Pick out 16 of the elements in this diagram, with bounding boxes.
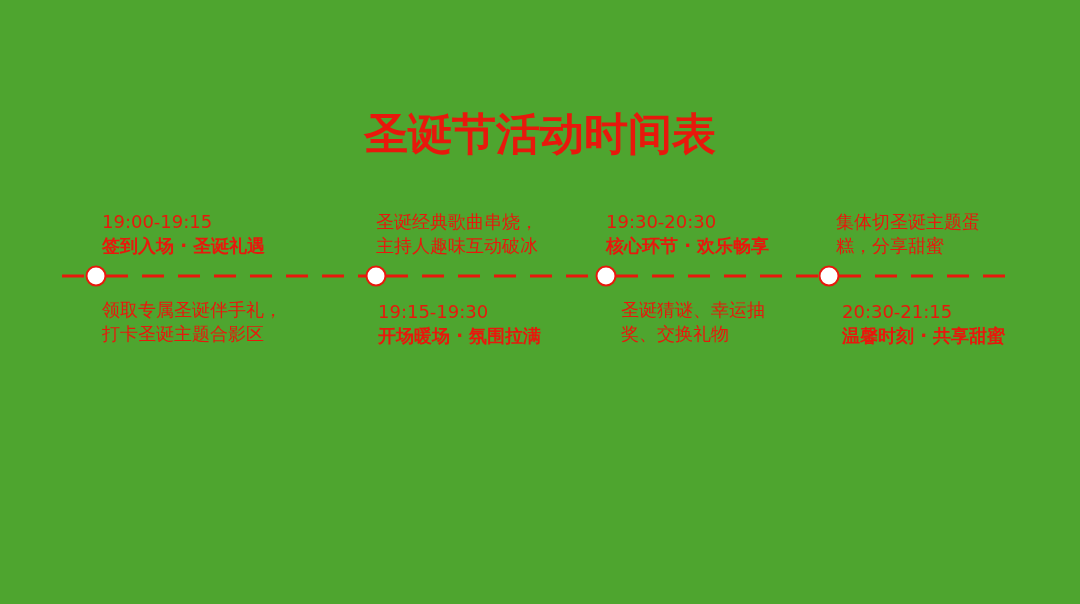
activity-heading: 开场暖场 · 氛围拉满 bbox=[378, 324, 542, 348]
time-range: 20:30-21:15 bbox=[842, 300, 953, 324]
dashed-line bbox=[616, 274, 819, 278]
title: 圣诞节活动时间表 bbox=[364, 107, 716, 161]
time-range: 19:00-19:15 bbox=[102, 210, 213, 234]
activity-description: 领取专属圣诞伴手礼，打卡圣诞主题合影区 bbox=[102, 298, 283, 346]
activity-description: 集体切圣诞主题蛋糕，分享甜蜜 bbox=[836, 210, 981, 258]
activity-heading: 温馨时刻 · 共享甜蜜 bbox=[842, 324, 1006, 348]
activity-heading: 核心环节 · 欢乐畅享 bbox=[606, 234, 770, 258]
activity-heading: 签到入场 · 圣诞礼遇 bbox=[102, 234, 266, 258]
dashed-line bbox=[62, 274, 86, 278]
activity-description: 圣诞猜谜、幸运抽奖、交换礼物 bbox=[621, 298, 766, 346]
dashed-line bbox=[106, 274, 366, 278]
activity-description: 圣诞经典歌曲串烧，主持人趣味互动破冰 bbox=[376, 210, 539, 258]
time-range: 19:30-20:30 bbox=[606, 210, 717, 234]
time-range: 19:15-19:30 bbox=[378, 300, 489, 324]
